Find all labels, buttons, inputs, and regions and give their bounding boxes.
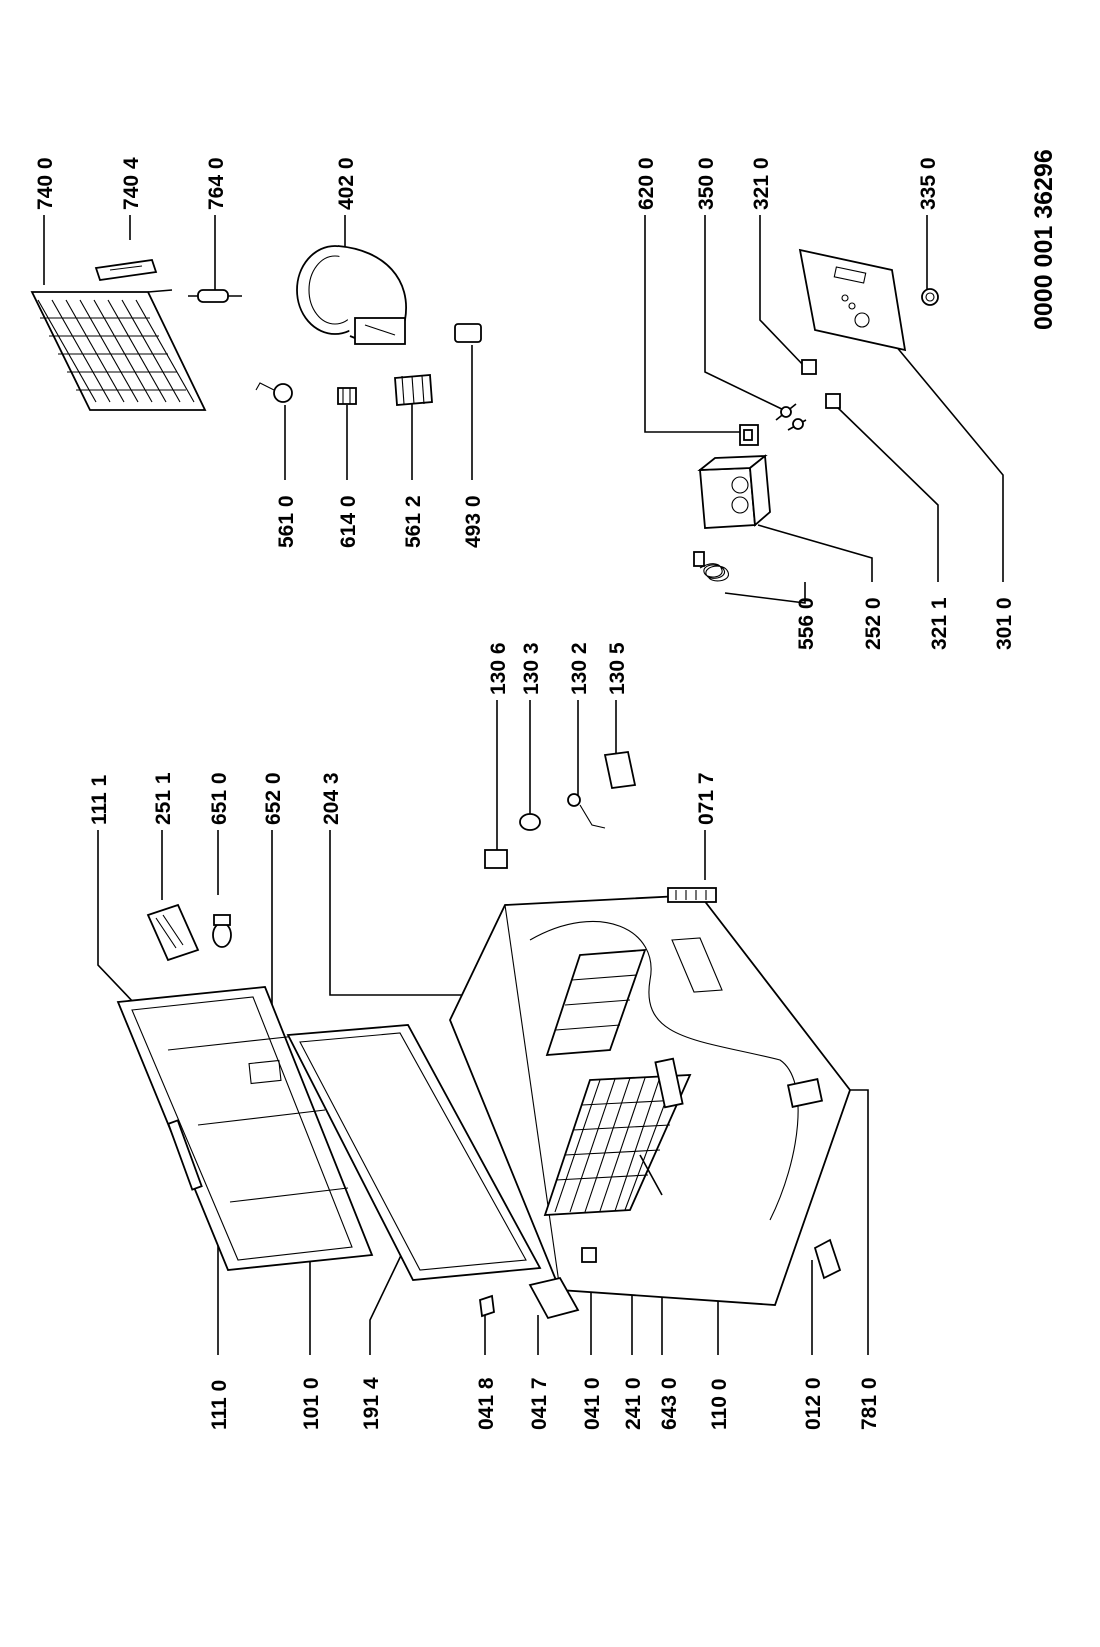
hinge-0418 xyxy=(479,1294,495,1318)
thermostat-housing xyxy=(697,454,771,529)
label-350-0: 350 0 xyxy=(695,157,718,210)
lamp-holder xyxy=(775,403,807,431)
drier-filter xyxy=(188,289,242,303)
condenser-coil xyxy=(30,289,207,411)
label-335-0: 335 0 xyxy=(917,157,940,210)
latch xyxy=(786,1078,824,1108)
label-652-0: 652 0 xyxy=(262,772,285,825)
overload-protector xyxy=(337,387,357,405)
label-041-8: 041 8 xyxy=(475,1377,498,1430)
parts-artwork xyxy=(30,245,939,1320)
label-781-0: 781 0 xyxy=(858,1377,881,1430)
label-251-1: 251 1 xyxy=(152,772,175,825)
hinge-part-1303 xyxy=(519,813,541,831)
label-321-0: 321 0 xyxy=(750,157,773,210)
label-111-0: 111 0 xyxy=(208,1380,231,1430)
thermostat-capillary xyxy=(693,551,729,582)
lid-gasket xyxy=(286,1024,542,1281)
part-labels: 740 0 740 4 764 0 402 0 561 0 614 0 561 … xyxy=(34,149,1058,1430)
label-101-0: 101 0 xyxy=(300,1377,323,1430)
condenser-bracket xyxy=(94,259,158,281)
label-041-0: 041 0 xyxy=(581,1377,604,1430)
label-643-0: 643 0 xyxy=(658,1377,681,1430)
label-130-3: 130 3 xyxy=(520,642,543,695)
label-740-4: 740 4 xyxy=(120,157,143,210)
label-402-0: 402 0 xyxy=(335,157,358,210)
label-252-0: 252 0 xyxy=(862,597,885,650)
hinge-plate xyxy=(654,1057,684,1109)
drawing-number: 0000 001 36296 xyxy=(1030,149,1058,330)
divider-baskets xyxy=(545,948,647,1057)
lid-hinge-bar xyxy=(167,1119,203,1191)
vent-grille xyxy=(667,887,717,903)
label-561-2: 561 2 xyxy=(402,495,425,548)
label-321-1: 321 1 xyxy=(928,597,951,650)
compressor xyxy=(296,245,407,345)
hinge-part-1306 xyxy=(484,849,508,869)
label-110-0: 110 0 xyxy=(708,1379,731,1430)
label-130-6: 130 6 xyxy=(487,642,510,695)
lid xyxy=(116,986,374,1271)
thermostat-knob xyxy=(921,288,939,306)
label-493-0: 493 0 xyxy=(462,495,485,548)
hinge-0410 xyxy=(581,1247,597,1263)
hinge-0417 xyxy=(528,1276,580,1320)
label-651-0: 651 0 xyxy=(208,772,231,825)
label-241-0: 241 0 xyxy=(622,1377,645,1430)
label-764-0: 764 0 xyxy=(205,157,228,210)
foot-bracket xyxy=(813,1238,842,1280)
label-012-0: 012 0 xyxy=(802,1377,825,1430)
hinge-part-1305 xyxy=(603,751,637,789)
label-556-0: 556 0 xyxy=(795,597,818,650)
hinge-part-1302 xyxy=(567,793,606,829)
label-130-5: 130 5 xyxy=(606,642,629,695)
label-111-1: 111 1 xyxy=(88,774,111,825)
relay-small xyxy=(255,382,293,403)
label-041-7: 041 7 xyxy=(528,1377,551,1430)
control-panel xyxy=(798,248,907,352)
terminal-cover xyxy=(454,323,482,343)
label-130-2: 130 2 xyxy=(568,642,591,695)
indicator-lamp-1 xyxy=(801,359,817,375)
switch xyxy=(739,424,759,446)
drain-tube xyxy=(639,1154,663,1196)
lamp-bulb xyxy=(212,914,232,948)
label-071-7: 071 7 xyxy=(695,772,718,825)
label-620-0: 620 0 xyxy=(635,157,658,210)
label-561-0: 561 0 xyxy=(275,495,298,548)
label-191-4: 191 4 xyxy=(360,1377,383,1430)
label-204-3: 204 3 xyxy=(320,772,343,825)
lamp-cover xyxy=(146,903,200,962)
label-740-0: 740 0 xyxy=(34,157,57,210)
start-relay xyxy=(394,374,433,406)
label-301-0: 301 0 xyxy=(993,597,1016,650)
indicator-lamp-2 xyxy=(825,393,841,409)
label-614-0: 614 0 xyxy=(337,495,360,548)
